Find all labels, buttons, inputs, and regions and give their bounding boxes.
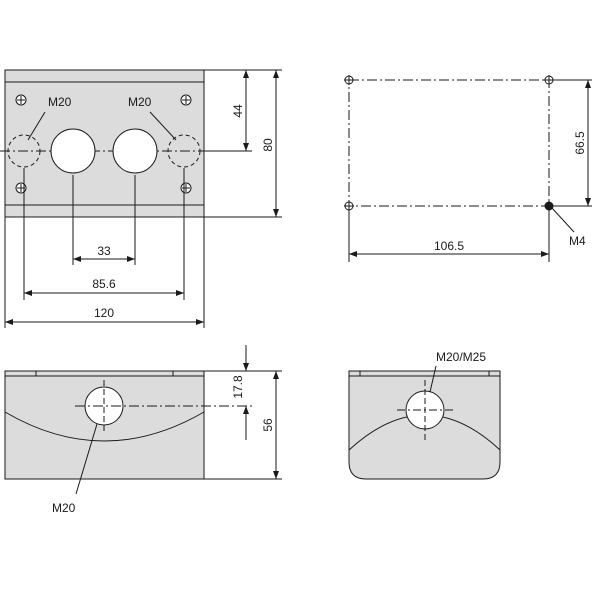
- label-m4: M4: [569, 234, 586, 248]
- leader-line: [27, 111, 46, 141]
- dim-label-85-6: 85.6: [92, 277, 116, 291]
- dim-label-56: 56: [261, 418, 275, 432]
- label-m20-front: M20: [52, 501, 76, 515]
- corner-screw-icon: [180, 94, 192, 106]
- label-m20-right: M20: [128, 95, 152, 109]
- front-view: [4, 345, 282, 495]
- top-view: [0, 69, 282, 328]
- corner-screw-icon: [180, 182, 192, 194]
- hole-open-left: [50, 128, 96, 174]
- hole-open-right: [112, 128, 158, 174]
- label-m20-left: M20: [48, 95, 72, 109]
- mounting-view: [344, 75, 592, 262]
- dim-label-44: 44: [231, 104, 245, 118]
- top-view-body: [4, 69, 205, 218]
- mounting-pattern-outline: [348, 79, 550, 207]
- dim-label-33: 33: [97, 244, 111, 258]
- dim-label-80: 80: [261, 138, 275, 152]
- mount-hole-icon: [344, 75, 354, 85]
- dim-label-120: 120: [94, 306, 114, 320]
- dim-label-66-5: 66.5: [573, 131, 587, 155]
- leader-line: [75, 423, 98, 495]
- leader-line: [149, 111, 177, 141]
- front-view-lower-curve: [4, 411, 205, 442]
- corner-screw-icon: [15, 94, 27, 106]
- hole-knockout-left: [7, 134, 41, 168]
- dim-label-106-5: 106.5: [434, 239, 464, 253]
- dim-label-17-8: 17.8: [231, 375, 245, 399]
- leader-line: [551, 207, 575, 233]
- side-view: [348, 365, 501, 480]
- label-m20-m25: M20/M25: [436, 350, 486, 364]
- leader-line: [429, 365, 437, 393]
